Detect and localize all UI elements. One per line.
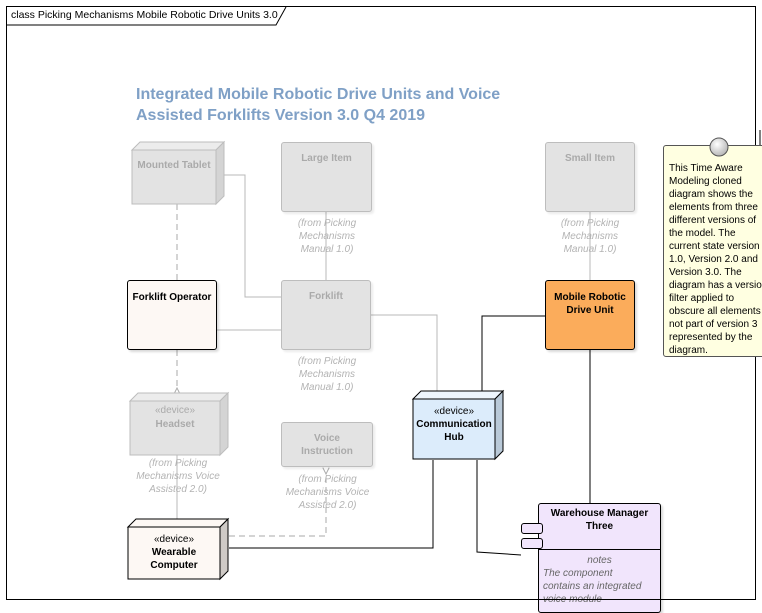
forklift-origin: (from Picking Mechanisms Manual 1.0) xyxy=(282,355,372,394)
component-port-icon xyxy=(521,523,543,534)
connector-robot-hub[interactable] xyxy=(481,315,545,391)
node-mounted-tablet[interactable] xyxy=(130,140,226,206)
node-voice-instruction[interactable]: Voice Instruction xyxy=(281,422,373,467)
small-item-origin: (from Picking Mechanisms Manual 1.0) xyxy=(545,217,635,256)
headset-origin: (from Picking Mechanisms Voice Assisted … xyxy=(128,457,228,496)
manager-notes: The component contains an integrated voi… xyxy=(543,567,641,606)
origin-line: Manual 1.0) xyxy=(300,244,354,255)
node-mobile-robotic-drive-unit[interactable]: Mobile Robotic Drive Unit xyxy=(545,280,635,350)
connector-hub-wearable[interactable] xyxy=(229,460,434,549)
manager-label-line1: Warehouse Manager xyxy=(550,508,649,519)
robot-label-line2: Drive Unit xyxy=(566,305,614,316)
connector-wearable-voice[interactable] xyxy=(229,474,326,537)
origin-line: (from Picking xyxy=(560,218,620,229)
manager-compartment-divider xyxy=(539,549,660,550)
notes-line: contains an integrated xyxy=(543,581,642,592)
time-aware-note[interactable]: This Time Aware Modeling cloned diagram … xyxy=(663,145,762,357)
mounted-tablet-label: Mounted Tablet xyxy=(137,160,211,171)
forklift-operator-label: Forklift Operator xyxy=(132,292,212,303)
small-item-label: Small Item xyxy=(564,153,616,164)
node-wearable-computer[interactable] xyxy=(126,517,230,581)
node-large-item[interactable]: Large Item xyxy=(281,142,372,212)
connector-forklift-hub[interactable] xyxy=(371,314,438,391)
origin-line: Mechanisms xyxy=(561,231,619,242)
forklift-label: Forklift xyxy=(309,291,343,302)
headset-label: Headset xyxy=(155,419,195,430)
node-headset[interactable] xyxy=(128,391,230,457)
note-anchor-circle-icon xyxy=(709,137,729,157)
manager-notes-label: notes xyxy=(587,555,612,566)
notes-line: The component xyxy=(543,568,613,579)
origin-line: Manual 1.0) xyxy=(563,244,617,255)
robot-label-line1: Mobile Robotic xyxy=(554,292,626,303)
voice-instruction-origin: (from Picking Mechanisms Voice Assisted … xyxy=(280,473,375,512)
origin-line: Mechanisms Voice xyxy=(136,471,220,482)
wearable-label-line1: Wearable xyxy=(151,547,197,558)
connector-hub-manager[interactable] xyxy=(476,460,522,556)
frame-label: class Picking Mechanisms Mobile Robotic … xyxy=(11,9,278,21)
voice-label-line2: Instruction xyxy=(301,446,353,457)
node-forklift[interactable]: Forklift xyxy=(281,280,371,350)
origin-line: Mechanisms Voice xyxy=(285,487,370,498)
manager-label-line2: Three xyxy=(585,521,614,532)
hub-label-line2: Hub xyxy=(444,432,464,443)
voice-label-line1: Voice xyxy=(314,433,340,444)
headset-stereotype: «device» xyxy=(154,405,196,416)
component-port-icon xyxy=(521,538,543,549)
diagram-title-line1: Integrated Mobile Robotic Drive Units an… xyxy=(136,86,501,103)
hub-label-line1: Communication xyxy=(416,419,492,430)
manager-name: Warehouse Manager Three xyxy=(539,504,660,533)
diagram-title-line2: Assisted Forklifts Version 3.0 Q4 2019 xyxy=(136,107,426,124)
wearable-label-line2: Computer xyxy=(150,560,198,571)
origin-line: Manual 1.0) xyxy=(300,382,354,393)
large-item-label: Large Item xyxy=(301,153,352,164)
diagram-title: Integrated Mobile Robotic Drive Units an… xyxy=(136,84,556,126)
node-small-item[interactable]: Small Item xyxy=(545,142,635,212)
node-communication-hub[interactable] xyxy=(411,389,505,463)
connector-tablet-forklift[interactable] xyxy=(222,174,282,298)
origin-line: (from Picking xyxy=(297,356,357,367)
large-item-origin: (from Picking Mechanisms Manual 1.0) xyxy=(282,217,372,256)
node-forklift-operator[interactable]: Forklift Operator xyxy=(127,280,217,350)
node-warehouse-manager[interactable]: Warehouse Manager Three notes The compon… xyxy=(538,503,661,613)
wearable-stereotype: «device» xyxy=(153,534,195,545)
origin-line: (from Picking xyxy=(148,458,208,469)
origin-line: Mechanisms xyxy=(298,231,356,242)
origin-line: (from Picking xyxy=(297,218,357,229)
origin-line: (from Picking xyxy=(298,474,357,485)
origin-line: Assisted 2.0) xyxy=(149,484,207,495)
hub-stereotype: «device» xyxy=(433,406,475,417)
origin-line: Mechanisms xyxy=(298,369,356,380)
origin-line: Assisted 2.0) xyxy=(298,500,357,511)
frame-bottom-edge xyxy=(6,599,756,600)
